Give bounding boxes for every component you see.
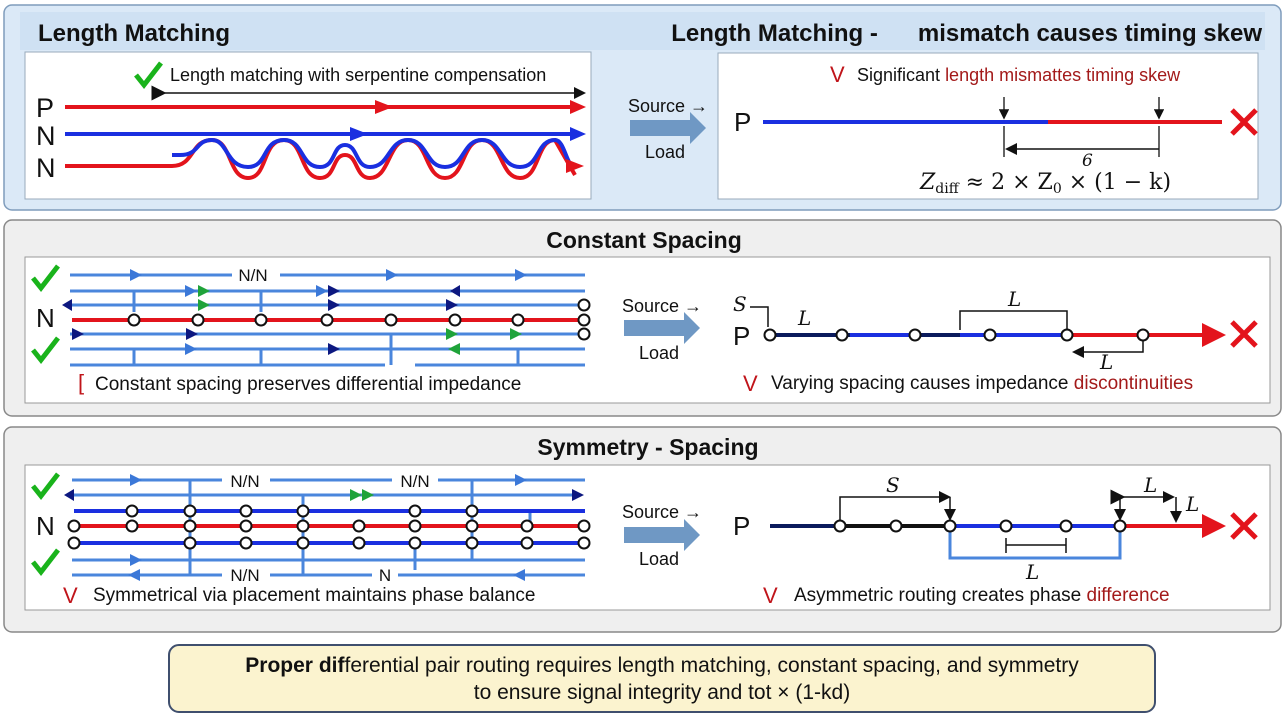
source-label: Source → — [622, 502, 702, 522]
panel-constant-spacing: Constant Spacing N N/N [ Constant spacin… — [3, 219, 1282, 417]
p-label: P — [734, 107, 751, 137]
l-label: L — [1143, 473, 1157, 497]
nn-label: N/N — [238, 266, 267, 285]
nn-label: N/N — [230, 472, 259, 491]
n-label: N — [379, 566, 391, 585]
good-caption: Symmetrical via placement maintains phas… — [93, 585, 536, 606]
panel-symmetry-spacing: Symmetry - Spacing N N/N N/N N/N N V Sym… — [3, 426, 1282, 633]
n-label: N — [36, 121, 56, 151]
good-example-box — [24, 51, 592, 200]
n-label: N — [36, 153, 56, 183]
check-icon — [31, 336, 60, 365]
v-mark-icon: V — [830, 62, 845, 87]
bad-caption: Asymmetric routing creates phase differe… — [794, 585, 1170, 606]
via-markers — [127, 298, 591, 341]
load-label: Load — [639, 549, 679, 569]
cross-icon — [1230, 512, 1258, 540]
load-label: Load — [639, 343, 679, 363]
v-mark-icon: V — [63, 583, 78, 608]
good-caption: Length matching with serpentine compensa… — [170, 65, 546, 85]
via-markers — [67, 504, 591, 550]
l-label: L — [1099, 350, 1113, 374]
bracket-mark-icon: [ — [78, 370, 84, 395]
s-label: S — [733, 292, 747, 316]
l-label: L — [1185, 492, 1199, 516]
bad-caption: Significant length mismattes timing skew — [857, 65, 1181, 85]
check-icon — [134, 61, 163, 90]
panel1-right-title: Length Matching - mismatch causes timing… — [671, 20, 1262, 47]
n-label: N — [36, 303, 55, 333]
l-label: L — [1025, 560, 1039, 584]
check-icon — [31, 548, 60, 577]
check-icon — [31, 472, 60, 501]
v-mark-icon: V — [763, 583, 778, 608]
skew-dimension-label: 6 — [1082, 151, 1093, 171]
cross-icon — [1230, 320, 1258, 348]
summary-line-2: to ensure signal integrity and tot × (1-… — [474, 681, 850, 704]
panel3-title: Symmetry - Spacing — [537, 434, 758, 460]
nn-label: N/N — [230, 566, 259, 585]
panel-length-matching: Length Matching Length Matching - mismat… — [3, 4, 1282, 211]
check-icon — [31, 264, 60, 293]
source-load-arrow-icon — [624, 519, 700, 551]
panel1-title: Length Matching — [38, 20, 230, 47]
source-load-arrow-icon — [630, 112, 706, 144]
nn-label: N/N — [400, 472, 429, 491]
bad-caption: Varying spacing causes impedance discont… — [771, 373, 1193, 394]
p-label: P — [36, 93, 54, 123]
summary-line-1: Proper differential pair routing require… — [245, 654, 1079, 677]
v-mark-icon: V — [743, 371, 758, 396]
source-label: Source → — [628, 96, 708, 116]
l-label: L — [1007, 287, 1021, 311]
n-label: N — [36, 511, 55, 541]
s-label: S — [886, 473, 900, 497]
impedance-formula: Zdiff ≈ 2 × Z0 × (1 − k) — [919, 170, 1171, 197]
p-label: P — [733, 511, 750, 541]
l-label: L — [797, 306, 811, 330]
summary-callout: Proper differential pair routing require… — [168, 644, 1156, 713]
p-label: P — [733, 321, 750, 351]
good-caption: Constant spacing preserves differential … — [95, 374, 521, 395]
source-load-arrow-icon — [624, 312, 700, 344]
panel2-title: Constant Spacing — [546, 227, 742, 253]
cross-icon — [1230, 108, 1258, 136]
source-label: Source → — [622, 296, 702, 316]
bad-example-box — [717, 52, 1259, 200]
load-label: Load — [645, 142, 685, 162]
